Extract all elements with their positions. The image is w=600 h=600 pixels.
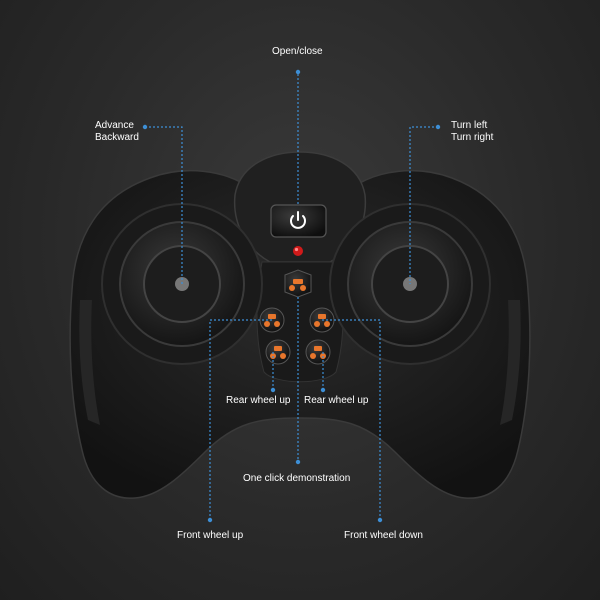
label-open-close: Open/close: [272, 46, 323, 58]
turn-left-text: Turn left: [451, 120, 488, 131]
front-wheel-up-icon: [264, 314, 280, 327]
leader-advance-backward: [145, 126, 183, 284]
rear-wheel-up-right-button[interactable]: [305, 339, 331, 365]
turn-right-text: Turn right: [451, 132, 494, 143]
power-button[interactable]: [270, 204, 327, 238]
leader-front-wheel-down: [322, 319, 381, 520]
label-rear-wheel-up-left: Rear wheel up: [226, 395, 290, 407]
leader-dots: [142, 69, 441, 523]
leader-lines: [145, 70, 438, 520]
label-advance-backward: Advance Backward: [95, 120, 139, 144]
leader-front-wheel-up: [209, 319, 272, 520]
open-close-text: Open/close: [272, 46, 323, 57]
right-grip-ridge: [500, 300, 521, 425]
power-icon: [290, 211, 306, 229]
label-one-click-demo: One click demonstration: [243, 473, 350, 485]
backward-text: Backward: [95, 132, 139, 143]
label-front-wheel-down: Front wheel down: [344, 530, 423, 542]
label-rear-wheel-up-right: Rear wheel up: [304, 395, 368, 407]
front-wheel-down-text: Front wheel down: [344, 530, 423, 541]
one-click-demo-text: One click demonstration: [243, 473, 351, 484]
status-led: [293, 246, 303, 256]
label-turn: Turn left Turn right: [451, 120, 493, 144]
advance-text: Advance: [95, 120, 134, 131]
leader-turn: [409, 126, 438, 284]
label-front-wheel-up: Front wheel up: [177, 530, 243, 542]
left-grip-ridge: [79, 300, 100, 425]
rear-wheel-up-left-text: Rear wheel up: [226, 395, 291, 406]
demo-button-icon: [289, 279, 306, 291]
rear-wheel-up-left-icon: [270, 346, 286, 359]
status-led-glint: [294, 247, 299, 252]
rear-wheel-up-left-button[interactable]: [265, 339, 291, 365]
front-wheel-up-text: Front wheel up: [177, 530, 244, 541]
front-wheel-down-icon: [314, 314, 330, 327]
rear-wheel-up-right-text: Rear wheel up: [304, 395, 369, 406]
